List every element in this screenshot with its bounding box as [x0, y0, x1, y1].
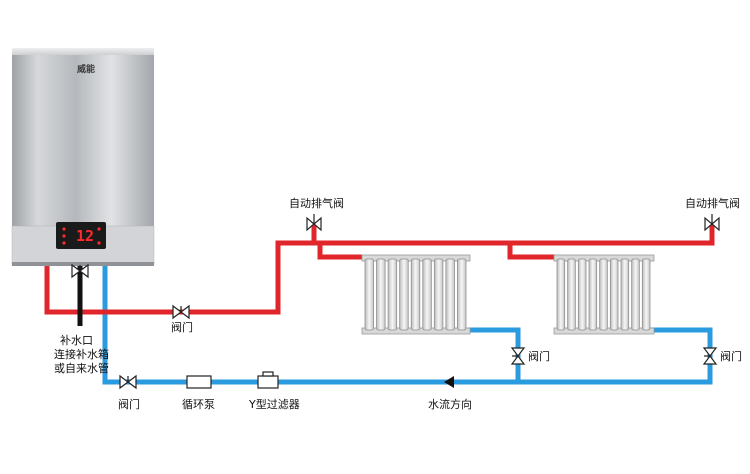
valve-makeup-icon: [71, 263, 89, 279]
display-panel: [56, 222, 106, 249]
boiler: 威能 12: [11, 48, 155, 266]
radiator-fin: [433, 258, 444, 331]
label-makeup-inlet-line2: 连接补水箱: [54, 347, 109, 361]
supply-branch-left: [317, 243, 362, 260]
pump-box-icon: [186, 375, 212, 389]
display-indicator-icon: [97, 241, 101, 245]
radiator-fin: [457, 258, 467, 331]
radiator-left: [361, 254, 471, 335]
radiator-fin: [399, 258, 409, 331]
label-makeup-inlet-line3: 或自来水管: [54, 361, 109, 375]
radiator-fin: [631, 258, 640, 331]
label-valve-supply: 阀门: [171, 320, 193, 334]
radiator-fin: [609, 258, 619, 331]
radiator-fin: [387, 258, 398, 331]
display-indicator-icon: [62, 234, 66, 238]
radiator-fin: [577, 258, 587, 331]
label-auto-vent-valve-left: 自动排气阀: [289, 196, 344, 210]
supply-main-pipe: [44, 223, 715, 315]
display-indicator-icon: [62, 241, 66, 245]
radiator-fin: [445, 258, 455, 331]
label-valve-radiator-right: 阀门: [720, 349, 742, 363]
valve-supply-icon: [172, 304, 190, 320]
radiator-fin: [422, 258, 432, 331]
return-branch-left: [468, 327, 521, 382]
radiator-fin: [599, 258, 608, 331]
display-indicator-icon: [62, 227, 66, 231]
boiler-bottom-shadow: [12, 262, 154, 266]
label-valve-radiator-left: 阀门: [528, 349, 550, 363]
radiator-fin: [410, 258, 421, 331]
display-digits: 12: [76, 227, 94, 245]
radiator-fin: [641, 258, 651, 331]
radiator-fin: [567, 258, 576, 331]
display-indicator-icon: [97, 227, 101, 231]
valve-return-icon: [119, 374, 137, 390]
return-pipes: [102, 262, 713, 385]
radiator-fin: [364, 258, 374, 331]
valve-radiator-left-icon: [510, 347, 526, 365]
flow-arrow-icon: [444, 376, 454, 388]
supply-pipes: [44, 223, 715, 315]
radiator-fin: [588, 258, 598, 331]
label-valve-return: 阀门: [118, 397, 140, 411]
label-flow-direction: 水流方向: [428, 397, 472, 411]
valve-radiator-right-icon: [702, 347, 718, 365]
vent-valve-right-icon: [704, 214, 720, 232]
y-filter-icon: [257, 371, 279, 389]
radiator-fin: [620, 258, 630, 331]
radiator-fin: [556, 258, 566, 331]
label-auto-vent-valve-right: 自动排气阀: [685, 196, 740, 210]
supply-branch-right: [507, 243, 556, 260]
label-makeup-inlet-line1: 补水口: [60, 334, 93, 347]
return-main-pipe: [102, 262, 713, 385]
radiator-fin: [376, 258, 386, 331]
radiator-right: [553, 254, 655, 335]
brand-logo: 威能: [77, 63, 95, 75]
boiler-top-face: [12, 48, 154, 56]
vent-valve-left-icon: [306, 214, 322, 232]
label-y-filter: Y型过滤器: [248, 397, 300, 411]
label-pump: 循环泵: [182, 398, 215, 411]
